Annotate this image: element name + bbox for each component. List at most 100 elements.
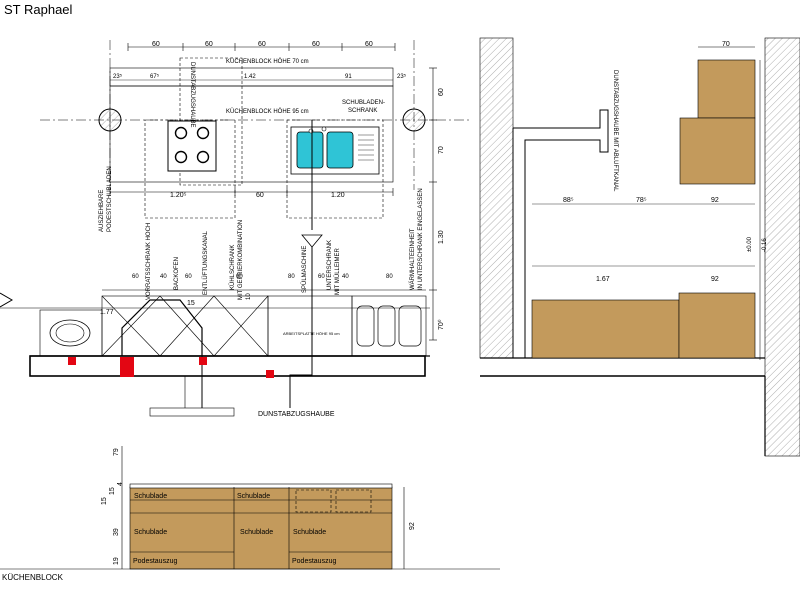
cabinet-label: IN UNTERSCHRANK EINGELASSEN — [418, 188, 424, 290]
cabinet-label: MIT GEFRIERKOMBINATION — [238, 220, 244, 300]
dim-label: 23⁵ — [397, 73, 407, 80]
cabinet-label: VORRATSSCHRANK HOCH — [146, 223, 152, 300]
level-label: -0.16 — [762, 238, 768, 252]
dim-label: 88⁵ — [563, 197, 574, 204]
drawing-caption: KÜCHENBLOCK — [2, 573, 63, 582]
dim-label: 80 — [288, 274, 295, 280]
dim-label: 4 — [117, 482, 124, 486]
upper-cabinet-lower — [679, 117, 756, 185]
podest-label: AUSZIEHBARE — [99, 190, 105, 232]
dim-label: 70⁰ — [437, 319, 445, 330]
plinth — [29, 355, 426, 377]
plan-view — [0, 40, 470, 417]
marker — [199, 357, 207, 365]
dim-label: 1.20 — [331, 192, 345, 199]
dim-label: 70 — [722, 41, 730, 48]
drawer-label: Schublade — [134, 493, 167, 500]
drawer-label: Podestauszug — [133, 558, 177, 565]
dim-label: 1.20⁵ — [170, 192, 187, 199]
lower-block-label: KÜCHENBLOCK HÖHE 95 cm — [226, 108, 309, 115]
drawer-label: Schublade — [240, 529, 273, 536]
dim-label: 15 — [109, 487, 116, 495]
warming-unit — [351, 295, 427, 357]
dim-label: 60 — [438, 88, 445, 96]
drawer-label: Schublade — [237, 493, 270, 500]
drawing-title: ST Raphael — [4, 2, 73, 17]
dim-label: 92 — [711, 197, 719, 204]
hood-label: DUNSTABZUGSHAUBE — [189, 62, 195, 128]
dim-label: 60 — [185, 274, 192, 280]
dim-label: 80 — [386, 274, 393, 280]
drawer-label: Schublade — [134, 529, 167, 536]
drawer-cabinet-label: SCHRANK — [348, 108, 377, 114]
dim-label: 60 — [205, 41, 213, 48]
dim-label: 92 — [409, 522, 416, 530]
cabinet-label: KÜHLSCHRANK — [229, 245, 236, 290]
dim-label: 39 — [113, 528, 120, 536]
dim-label: 78⁵ — [636, 197, 647, 204]
dim-label: 79 — [113, 448, 120, 456]
burner — [196, 150, 210, 164]
sink-oval — [49, 319, 91, 347]
cabinet-label: WÄRMHALTEEINHEIT — [409, 228, 416, 290]
tall-cabinet-row — [101, 295, 269, 357]
worktop-label: ARBEITSPLATTE HÖHE 95 cm — [283, 331, 340, 336]
cooktop — [167, 120, 217, 172]
burner — [174, 150, 188, 164]
dim-label: 67⁵ — [150, 73, 160, 80]
hood-caption: DUNSTABZUGSHAUBE — [258, 411, 335, 418]
sink-basin-left — [296, 131, 324, 169]
dim-label: 15 — [101, 497, 108, 505]
cabinet-label: BACKOFEN — [174, 257, 180, 290]
dim-label: 60 — [236, 274, 243, 280]
dim-label: 10 — [246, 293, 252, 300]
dim-label: 1.42 — [244, 74, 256, 80]
hood-outline — [179, 57, 243, 186]
burner — [196, 126, 210, 140]
dim-label: 60 — [318, 274, 325, 280]
dim-label: 60 — [256, 192, 264, 199]
dim-label: 60 — [132, 274, 139, 280]
burner — [174, 126, 188, 140]
cabinet-label: MIT MÜLLEIMER — [334, 247, 341, 295]
marker — [68, 357, 76, 365]
upper-cabinet — [697, 59, 756, 119]
level-label: ±0.00 — [747, 236, 753, 252]
dim-label: 40 — [160, 274, 167, 280]
dim-label: 23⁵ — [113, 73, 123, 80]
dim-label: 19 — [113, 557, 120, 565]
marker — [266, 370, 274, 378]
podest-label: PODESTSCHUBLADEN — [107, 166, 113, 232]
dim-label: 15 — [187, 300, 195, 307]
dim-label: 60 — [312, 41, 320, 48]
drawer-cabinet-label: SCHUBLADEN- — [342, 100, 385, 106]
marker — [120, 357, 134, 377]
drawer-label: Podestauszug — [292, 558, 336, 565]
dim-label: 91 — [345, 74, 352, 80]
dim-label: 40 — [342, 274, 349, 280]
dim-label: 1.67 — [596, 276, 610, 283]
labels: 60 60 60 60 60 KÜCHENBLOCK HÖHE 70 cm 23… — [99, 41, 768, 565]
upper-block-label: KÜCHENBLOCK HÖHE 70 cm — [226, 58, 309, 65]
dim-label: 1.77 — [100, 309, 114, 316]
dim-label: 60 — [152, 41, 160, 48]
cabinet-label: SPÜLMASCHINE — [301, 246, 308, 293]
dim-label: 1.30 — [438, 230, 445, 244]
section-hood-label: DUNSTABZUGSHAUBE MIT ABLUFTKANAL — [612, 70, 618, 192]
dim-label: 92 — [711, 276, 719, 283]
elevation-view — [0, 446, 500, 570]
cabinet-label: ENTLÜFTUNGSKANAL — [202, 230, 209, 295]
cabinet-left — [39, 309, 103, 357]
hood-base — [149, 407, 235, 417]
dim-label: 60 — [365, 41, 373, 48]
dishwasher-area — [267, 295, 353, 357]
cabinet-label: UNTERSCHRANK — [327, 240, 333, 290]
section-view — [479, 37, 800, 457]
dim-label: 70 — [438, 146, 445, 154]
sink-basin-right — [326, 131, 354, 169]
drawer-label: Schublade — [293, 529, 326, 536]
base-cabinet — [531, 299, 680, 359]
dim-label: 60 — [258, 41, 266, 48]
base-cabinet-tall — [678, 292, 756, 359]
